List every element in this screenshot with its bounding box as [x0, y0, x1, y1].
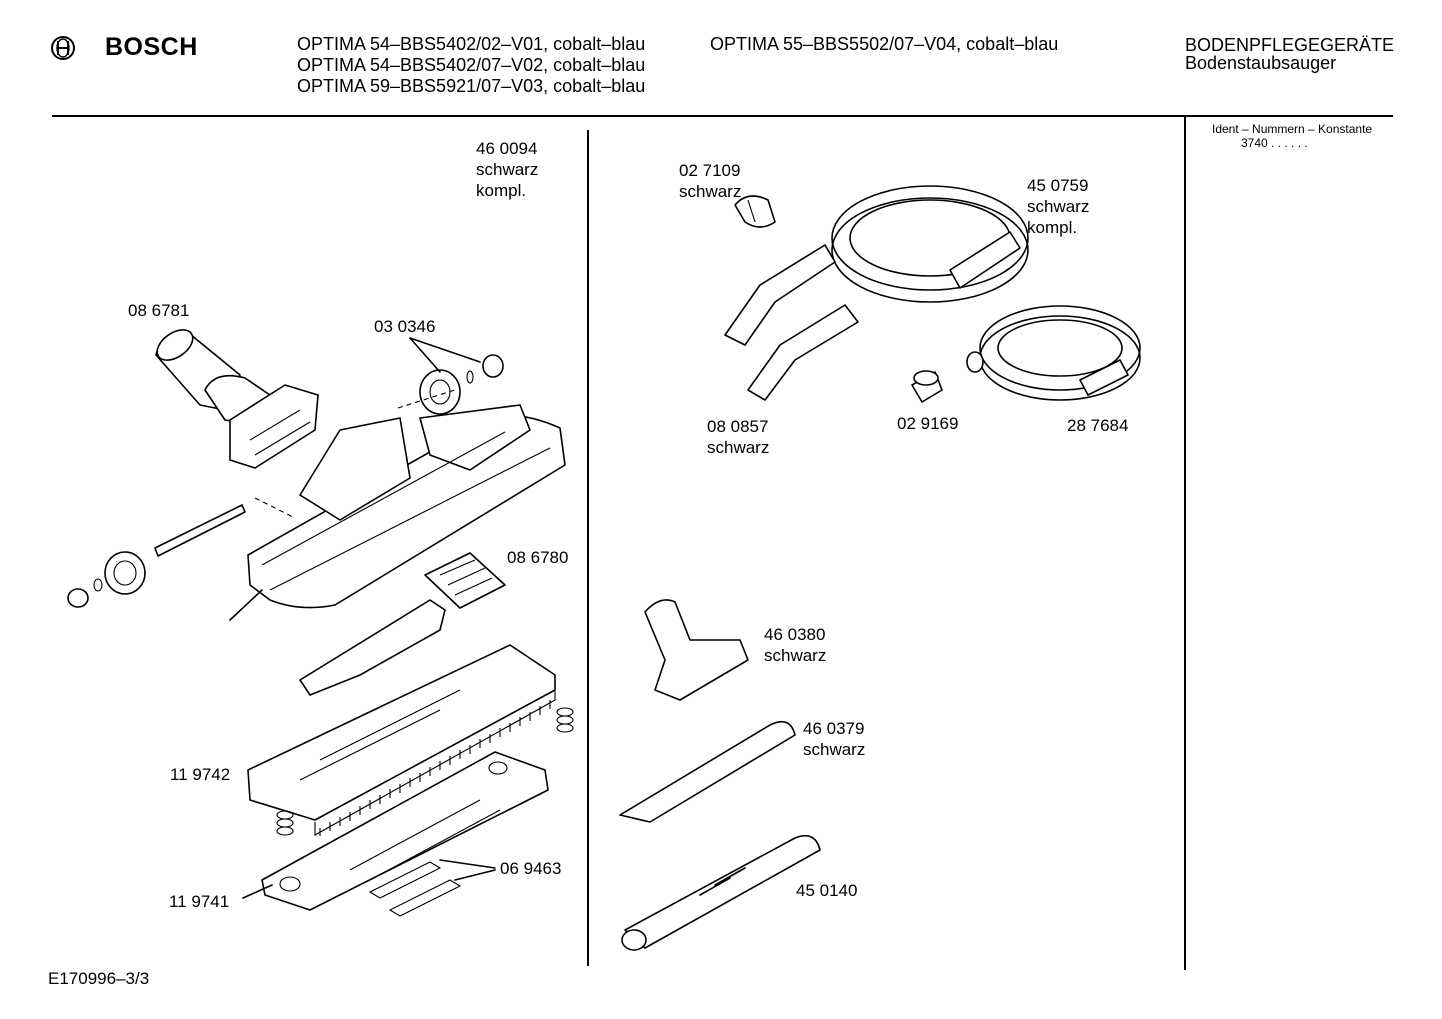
label-069463: 06 9463 — [500, 859, 562, 878]
category-block: BODENPFLEGEGERÄTE Bodenstaubsauger — [1185, 35, 1394, 74]
label-119741: 11 9741 — [169, 892, 230, 911]
label-086780: 08 6780 — [507, 548, 569, 567]
part-number: 46 0094 — [476, 139, 538, 158]
part-color: schwarz — [1027, 197, 1090, 216]
part-color: schwarz — [764, 646, 827, 665]
base-plate-part — [242, 751, 549, 917]
extension-tube-part — [621, 834, 821, 951]
label-080857: 08 0857 schwarz — [707, 416, 769, 458]
part-number: 46 0379 — [803, 719, 865, 738]
part-number: 45 0759 — [1027, 176, 1089, 195]
model-line: OPTIMA 59–BBS5921/07–V03, cobalt–blau — [297, 76, 646, 96]
model-line: OPTIMA 54–BBS5402/07–V02, cobalt–blau — [297, 55, 646, 75]
part-color: schwarz — [679, 182, 742, 201]
adapter-part — [911, 370, 943, 403]
part-note: kompl. — [476, 181, 527, 200]
bosch-armature-icon — [51, 36, 75, 60]
pedal-lever-part — [299, 552, 506, 696]
brand-name: BOSCH — [105, 33, 198, 61]
label-460094: 46 0094 schwarz kompl. — [476, 138, 538, 201]
springs — [276, 707, 574, 836]
part-color: schwarz — [707, 438, 770, 457]
category-title: BODENPFLEGEGERÄTE — [1185, 35, 1395, 55]
model-list-1: OPTIMA 54–BBS5402/02–V01, cobalt–blau OP… — [297, 34, 645, 97]
label-460380: 46 0380 schwarz — [764, 624, 826, 666]
part-number: 08 0857 — [707, 417, 769, 436]
brush-bristles — [319, 700, 551, 836]
suction-neck-part — [155, 329, 319, 469]
part-note: kompl. — [1027, 218, 1078, 237]
upholstery-nozzle-part — [644, 599, 749, 701]
bent-tube-part — [747, 304, 859, 401]
label-287684: 28 7684 — [1067, 416, 1129, 435]
label-450140: 45 0140 — [796, 881, 858, 900]
model-line: OPTIMA 54–BBS5402/02–V01, cobalt–blau — [297, 34, 646, 54]
label-450759: 45 0759 schwarz kompl. — [1027, 175, 1089, 238]
ident-title: Ident – Nummern – Konstante — [1212, 122, 1373, 136]
small-hose-part — [966, 305, 1141, 401]
model-list-2: OPTIMA 55–BBS5502/07–V04, cobalt–blau — [710, 34, 1058, 55]
brush-plate-part — [247, 644, 574, 836]
part-color: schwarz — [803, 740, 866, 759]
ident-block: Ident – Nummern – Konstante 3740 . . . .… — [1212, 122, 1372, 150]
ident-value: 3740 . . . . . . — [1241, 136, 1308, 150]
part-number: 02 7109 — [679, 161, 741, 180]
footer-code: E170996–3/3 — [48, 969, 150, 988]
label-029169: 02 9169 — [897, 414, 959, 433]
axle-part — [67, 504, 246, 608]
crevice-nozzle-part — [619, 720, 796, 823]
label-030346: 03 0346 — [374, 317, 436, 336]
label-086781: 08 6781 — [128, 301, 190, 320]
hose-clip-part — [734, 195, 776, 228]
label-460379: 46 0379 schwarz — [803, 718, 865, 760]
part-color: schwarz — [476, 160, 539, 179]
model-line: OPTIMA 55–BBS5502/07–V04, cobalt–blau — [710, 34, 1059, 54]
wheel-part — [409, 337, 504, 415]
part-number: 46 0380 — [764, 625, 826, 644]
label-119742: 11 9742 — [170, 765, 231, 784]
bosch-logo: BOSCH — [48, 33, 208, 63]
hose-assembly-part — [724, 185, 1029, 346]
nozzle-housing-part — [229, 389, 566, 621]
category-subtitle: Bodenstaubsauger — [1185, 53, 1337, 73]
label-027109: 02 7109 schwarz — [679, 160, 741, 202]
